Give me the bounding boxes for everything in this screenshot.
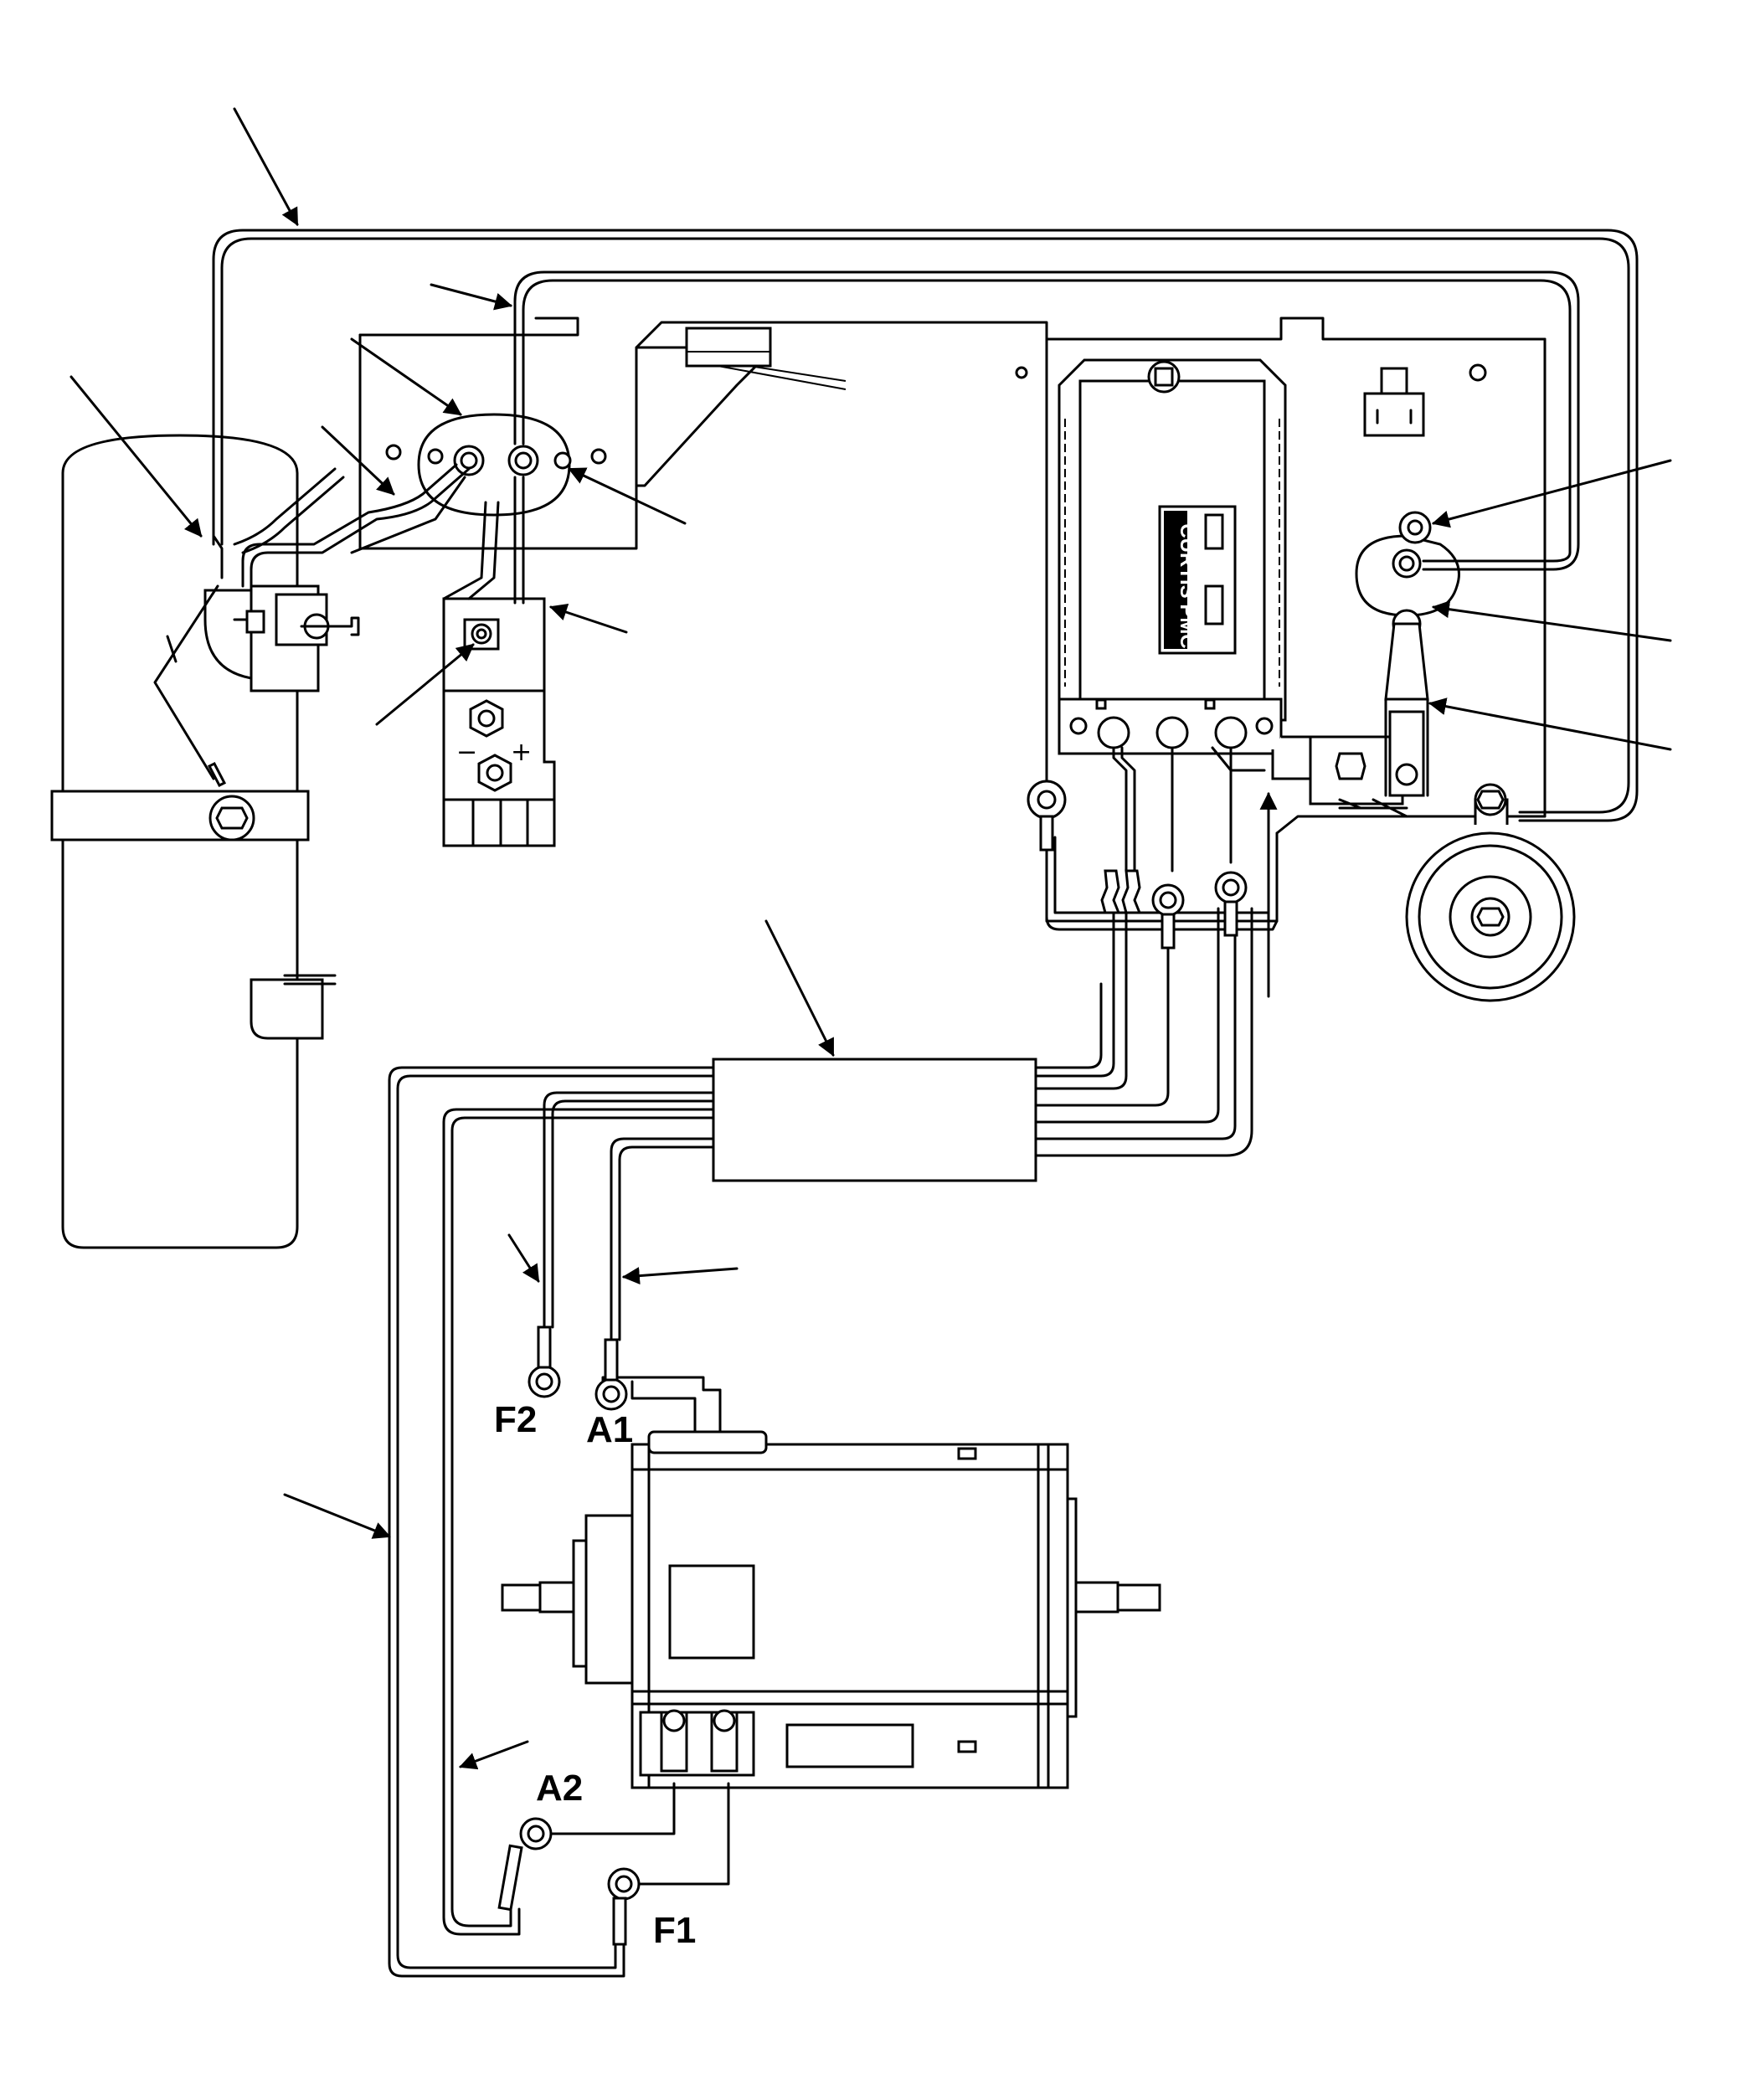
battery-cylinder bbox=[50, 434, 337, 1249]
arrow-battery-cable bbox=[283, 1493, 391, 1539]
arrow-a1-cable bbox=[621, 1267, 739, 1285]
motor-controller: CURTIS PMC bbox=[1058, 358, 1408, 818]
arrow-solenoid-connector bbox=[549, 604, 628, 634]
arrow-solenoid-plate bbox=[350, 337, 462, 416]
arrow-key-switch bbox=[69, 375, 203, 538]
arrow-a2-cable bbox=[459, 1740, 529, 1770]
solenoid-connector: − + bbox=[442, 597, 556, 847]
arrow-pot-top bbox=[1431, 459, 1672, 528]
arrow-f2-cable bbox=[507, 1233, 540, 1283]
traction-motor bbox=[501, 1376, 1161, 1886]
arrow-top-cable bbox=[233, 107, 299, 226]
solenoid-plate bbox=[417, 413, 607, 517]
solenoid-minus-sign: − bbox=[456, 738, 477, 767]
controller-side-fins bbox=[1064, 419, 1280, 687]
arrow-harness bbox=[764, 919, 835, 1057]
controller-cables bbox=[1027, 746, 1279, 950]
solenoid-plus-sign: + bbox=[511, 738, 532, 767]
terminal-lugs bbox=[497, 1325, 641, 1946]
arrow-pot-mid bbox=[1431, 600, 1672, 642]
arrow-solenoid-terminal bbox=[568, 467, 687, 525]
label-f1: F1 bbox=[653, 1910, 696, 1951]
top-cables bbox=[212, 229, 1639, 822]
arrow-connector-screw bbox=[375, 643, 475, 726]
callout-arrows bbox=[69, 107, 1672, 1770]
key-switch-assembly bbox=[153, 467, 360, 788]
label-a1: A1 bbox=[586, 1409, 633, 1450]
label-a2: A2 bbox=[536, 1768, 583, 1809]
horn bbox=[1405, 783, 1576, 1002]
controller-brand-label: CURTIS PMC bbox=[1176, 523, 1198, 648]
arrow-cable-left bbox=[321, 425, 395, 496]
wire-harness bbox=[388, 890, 1253, 1978]
arrow-top-cable-2 bbox=[430, 283, 513, 311]
label-f2: F2 bbox=[494, 1399, 537, 1440]
accelerator-pot bbox=[1355, 511, 1460, 797]
arrow-pot-lever bbox=[1428, 697, 1672, 751]
